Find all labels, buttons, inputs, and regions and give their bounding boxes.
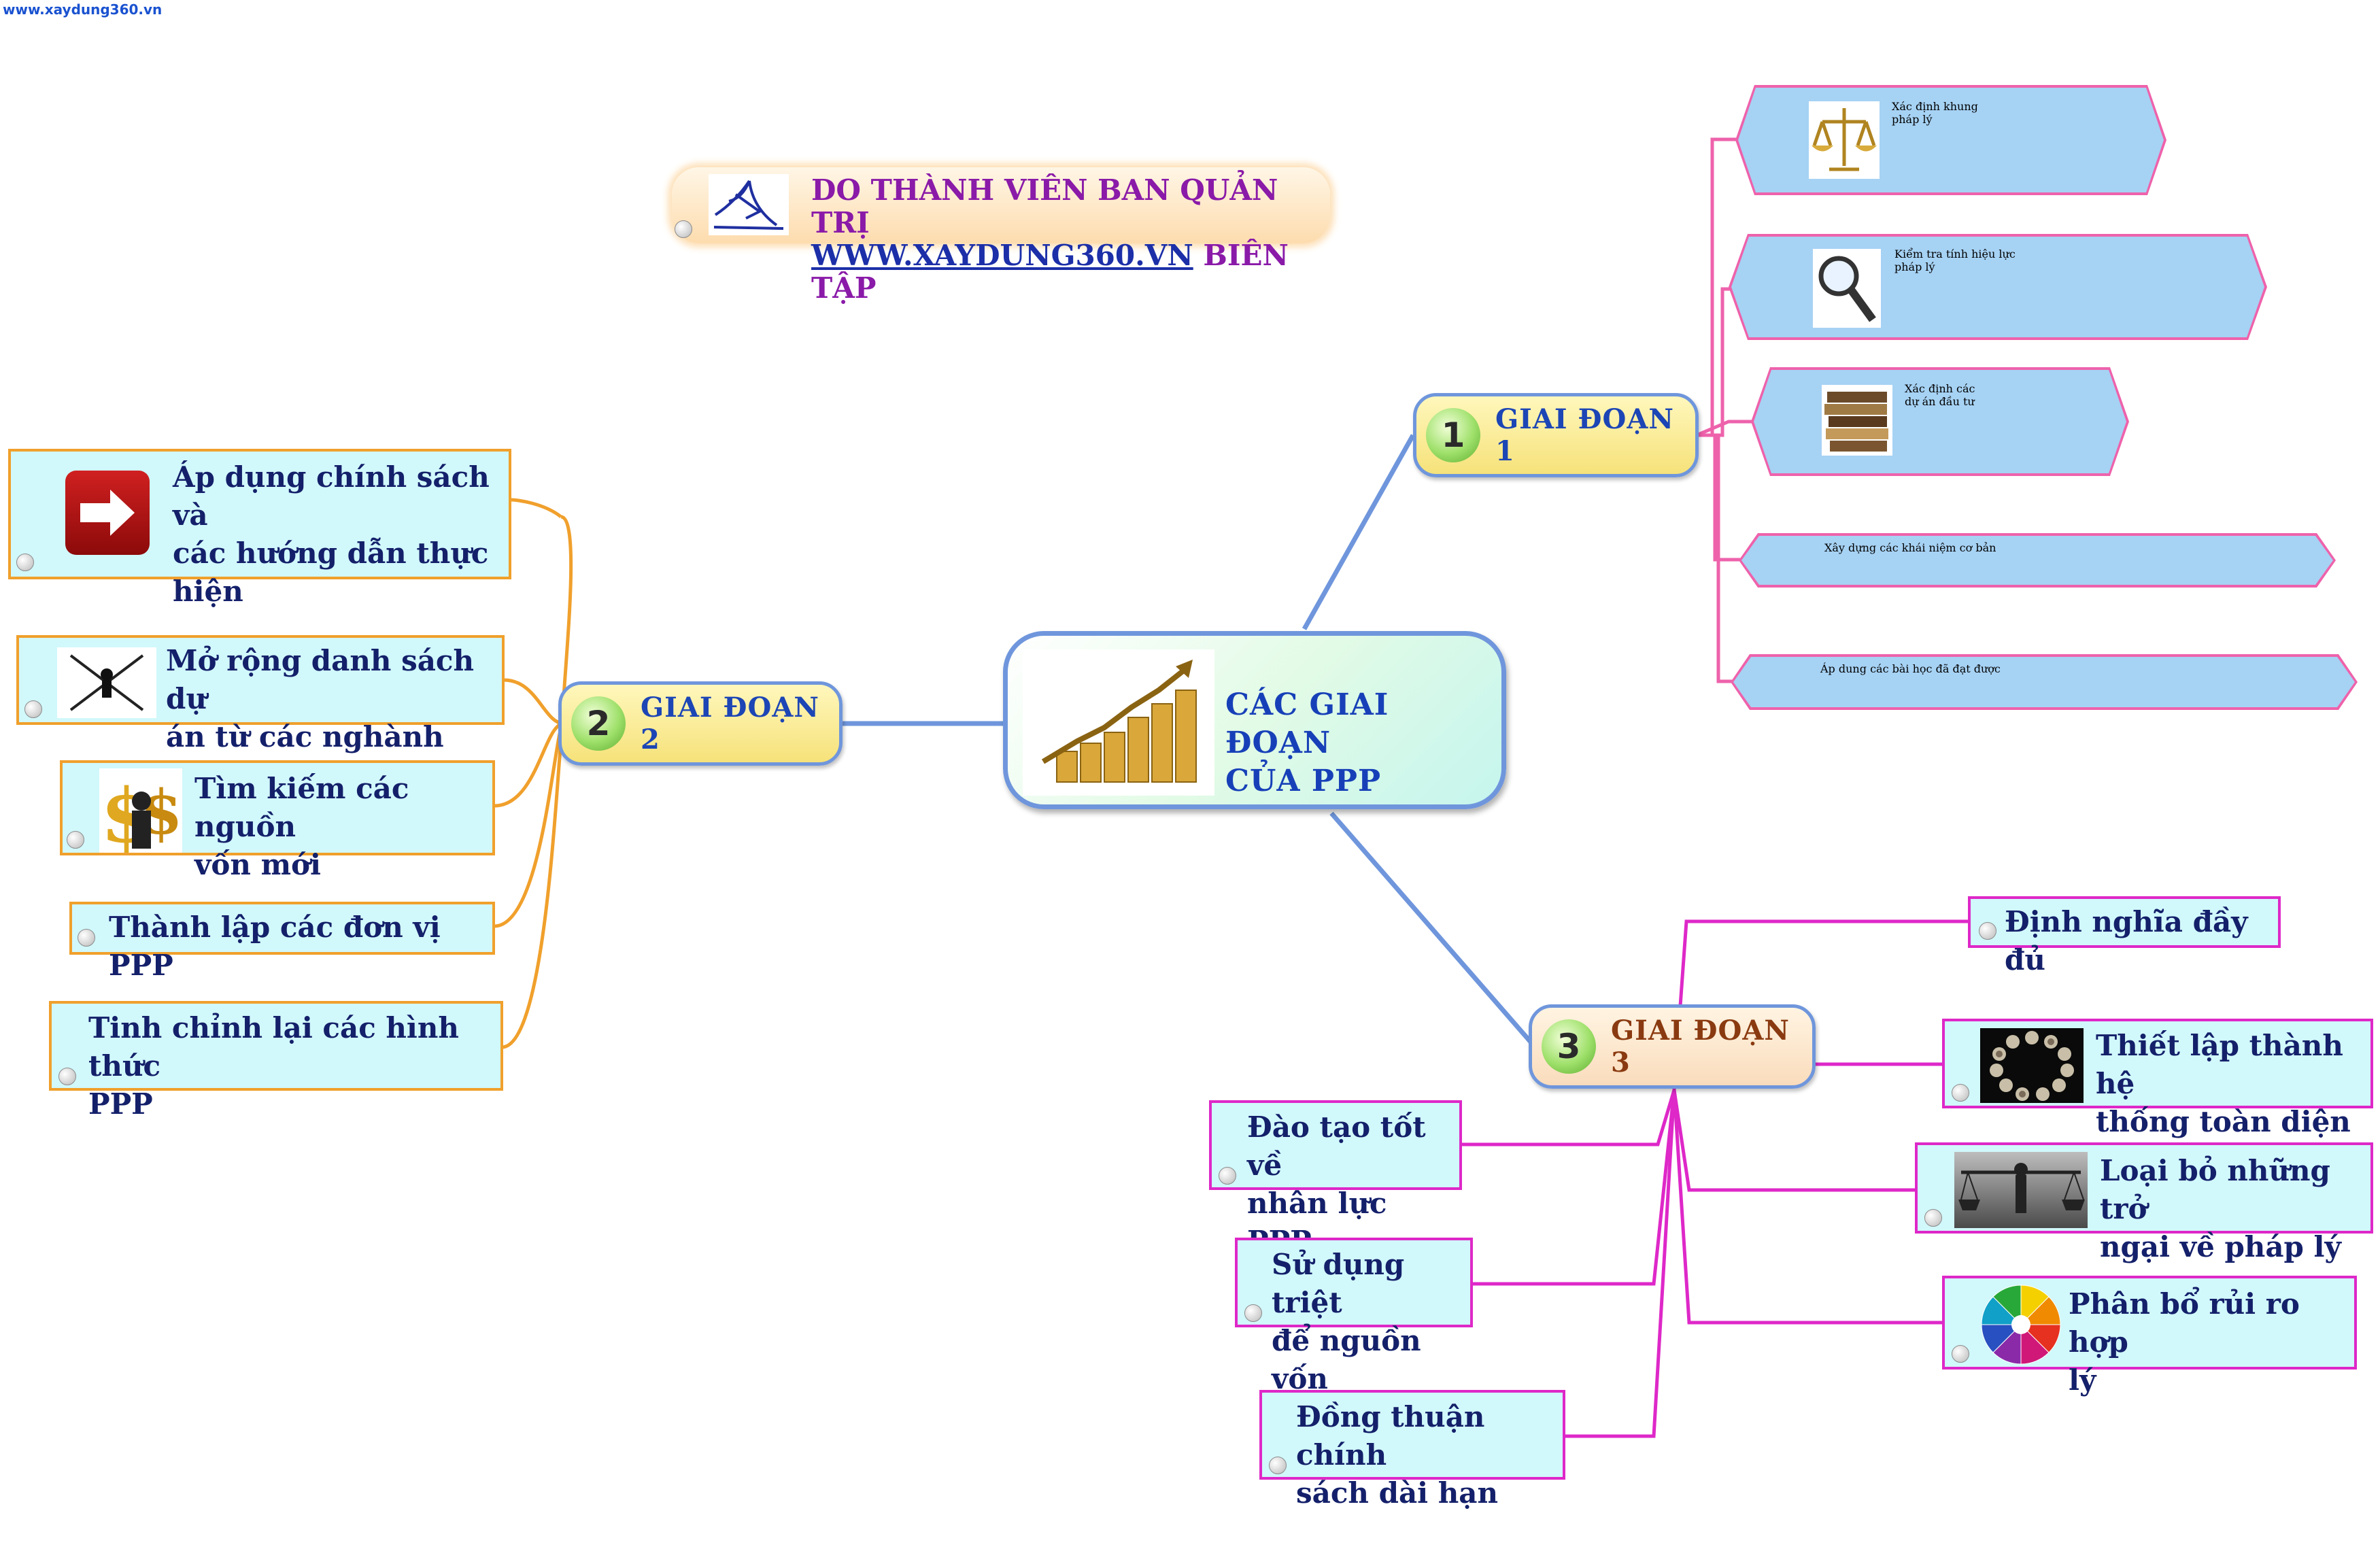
phase2-item-new-capital[interactable]: $ $ Tìm kiếm các nguồn vốn mới: [60, 760, 495, 881]
collapse-dot[interactable]: [58, 1068, 76, 1085]
color-wheel-icon: [1980, 1284, 2062, 1365]
item-line: Áp dụng chính sách và: [173, 460, 490, 532]
phase3-item-risk-allocation[interactable]: Phân bổ rủi ro hợp lý: [1942, 1276, 2357, 1397]
collapse-dot[interactable]: [1924, 1209, 1942, 1227]
phase3-item-full-definition[interactable]: Định nghĩa đầy đủ: [1968, 896, 2281, 976]
item-line: Đồng thuận chính: [1296, 1400, 1485, 1472]
central-title: CÁC GIAI ĐOẠN CỦA PPP: [1225, 686, 1501, 800]
collapse-dot[interactable]: [675, 220, 692, 238]
item-line: Loại bỏ những trở: [2100, 1154, 2330, 1225]
phase3-item-training[interactable]: Đào tạo tốt về nhân lực PPP: [1209, 1100, 1462, 1258]
phase3-label: GIAI ĐOẠN 3: [1611, 1015, 1790, 1078]
branch-center-phase3: [1329, 811, 1540, 1053]
phase3-item-comprehensive-system[interactable]: Thiết lập thành hệ thống toàn diện: [1942, 1019, 2373, 1138]
item-line: để nguồn vốn: [1272, 1324, 1421, 1395]
phase1-label: GIAI ĐOẠN 1: [1495, 403, 1674, 467]
item-line: ngại về pháp lý: [2100, 1230, 2341, 1263]
banner-line1: DO THÀNH VIÊN BAN QUẢN TRỊ: [811, 173, 1278, 239]
item-line: pháp lý: [1892, 113, 1933, 126]
collapse-dot[interactable]: [1952, 1084, 1969, 1102]
item-line: các hướng dẫn thực: [173, 537, 489, 570]
phase1-connectors: [1696, 137, 1754, 683]
item-line: thống toàn diện: [2096, 1105, 2351, 1138]
phase2-node[interactable]: 2 GIAI ĐOẠN 2: [558, 681, 843, 766]
item-line: Sử dụng triệt: [1272, 1248, 1405, 1319]
phase3-item-use-capital[interactable]: Sử dụng triệt để nguồn vốn: [1235, 1238, 1473, 1395]
phase2-item-establish-units[interactable]: Thành lập các đơn vị PPP: [69, 902, 495, 982]
collapse-dot[interactable]: [78, 929, 95, 947]
item-line: Thành lập các đơn vị PPP: [109, 911, 441, 982]
editor-banner: DO THÀNH VIÊN BAN QUẢN TRỊ WWW.XAYDUNG36…: [672, 167, 1330, 305]
collapse-dot[interactable]: [67, 831, 84, 849]
item-line: dự án đầu tư: [1905, 395, 1975, 408]
phase3-number-badge: 3: [1542, 1019, 1596, 1074]
item-line: Thiết lập thành hệ: [2096, 1029, 2343, 1100]
phase1-item-identify-projects[interactable]: Xác định các dự án đầu tư: [1751, 367, 2129, 476]
phase3-item-policy-consensus[interactable]: Đồng thuận chính sách dài hạn: [1259, 1390, 1565, 1510]
item-line: Áp dung các bài học đã đạt được: [1820, 662, 2001, 675]
expand-arrows-icon: [57, 647, 156, 718]
books-icon: [1822, 385, 1892, 456]
phase2-label: GIAI ĐOẠN 2: [641, 692, 819, 755]
phase2-item-refine-forms[interactable]: Tinh chỉnh lại các hình thức PPP: [49, 1001, 503, 1121]
item-line: Phân bổ rủi ro hợp: [2069, 1287, 2300, 1359]
phase1-item-apply-lessons[interactable]: Áp dung các bài học đã đạt được: [1731, 654, 2358, 710]
phase3-node[interactable]: 3 GIAI ĐOẠN 3: [1529, 1004, 1816, 1089]
item-line: Xây dựng các khái niệm cơ bản: [1824, 541, 1996, 554]
item-line: Xác định khung: [1892, 100, 1978, 113]
central-topic[interactable]: CÁC GIAI ĐOẠN CỦA PPP: [1003, 631, 1506, 809]
balance-pole-icon: [1954, 1152, 2088, 1228]
phase1-number-badge: 1: [1426, 408, 1480, 462]
phase3-item-remove-obstacles[interactable]: Loại bỏ những trở ngại về pháp lý: [1915, 1142, 2373, 1263]
item-line: vốn mới: [194, 848, 321, 881]
item-line: Đào tạo tốt về: [1247, 1110, 1426, 1182]
phase3-connectors: [1461, 919, 1969, 1438]
item-line: sách dài hạn: [1296, 1476, 1499, 1510]
item-line: Kiểm tra tính hiệu lực: [1894, 248, 2016, 260]
item-line: Định nghĩa đầy đủ: [2005, 905, 2248, 976]
phase2-number-badge: 2: [571, 696, 626, 751]
dollar-person-icon: $ $: [99, 768, 182, 853]
watermark: www.xaydung360.vn: [3, 1, 163, 18]
banner-text: DO THÀNH VIÊN BAN QUẢN TRỊ WWW.XAYDUNG36…: [811, 174, 1330, 305]
collapse-dot[interactable]: [16, 554, 34, 571]
arrow-right-icon: [65, 471, 150, 555]
phase1-item-legal-framework[interactable]: Xác định khung pháp lý: [1735, 85, 2166, 195]
phase1-node[interactable]: 1 GIAI ĐOẠN 1: [1413, 393, 1699, 477]
phase1-item-check-validity[interactable]: Kiểm tra tính hiệu lực pháp lý: [1729, 234, 2267, 340]
central-line2: CỦA PPP: [1225, 764, 1382, 798]
collapse-dot[interactable]: [1244, 1304, 1262, 1322]
item-line: PPP: [88, 1087, 153, 1121]
phase1-item-basic-concepts[interactable]: Xây dựng các khái niệm cơ bản: [1739, 533, 2336, 588]
magnifier-icon: [1813, 249, 1881, 328]
banner-link[interactable]: WWW.XAYDUNG360.VN: [811, 239, 1193, 272]
collapse-dot[interactable]: [1219, 1167, 1236, 1185]
growth-chart-icon: [1023, 649, 1214, 796]
banner-line2-rest: BIÊN TẬP: [811, 239, 1289, 305]
phase2-item-expand-projects[interactable]: Mở rộng danh sách dự án từ các nghành kh…: [16, 635, 505, 792]
ring-icon: [1980, 1028, 2084, 1103]
item-line: Xác định các: [1905, 382, 1975, 395]
collapse-dot[interactable]: [24, 700, 42, 718]
scales-icon: [1809, 101, 1880, 179]
item-line: lý: [2069, 1363, 2096, 1397]
branch-center-phase1: [1302, 434, 1416, 630]
bird-logo-icon: [709, 174, 789, 235]
item-line: Tinh chỉnh lại các hình thức: [88, 1011, 459, 1083]
item-line: Tìm kiếm các nguồn: [194, 772, 409, 843]
collapse-dot[interactable]: [1979, 922, 1996, 940]
item-line: Mở rộng danh sách dự: [166, 644, 475, 715]
collapse-dot[interactable]: [1269, 1457, 1287, 1474]
item-line: hiện: [173, 575, 243, 608]
phase2-item-apply-policies[interactable]: Áp dụng chính sách và các hướng dẫn thực…: [8, 449, 511, 608]
central-line1: CÁC GIAI ĐOẠN: [1225, 687, 1389, 760]
collapse-dot[interactable]: [1952, 1345, 1969, 1363]
item-line: pháp lý: [1894, 260, 1935, 273]
